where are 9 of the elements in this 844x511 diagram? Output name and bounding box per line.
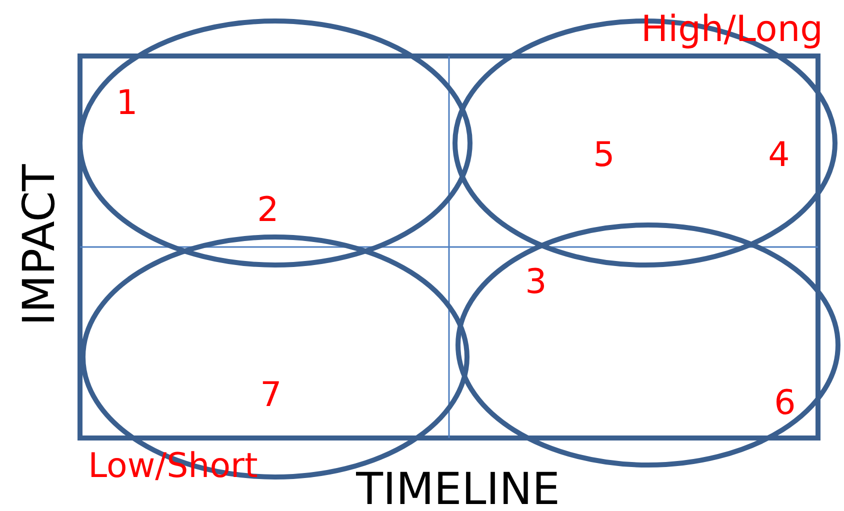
axis-label: IMPACT xyxy=(18,164,62,326)
callout-number: 7 xyxy=(260,378,282,412)
callout-number: 5 xyxy=(593,138,615,172)
axis-label: TIMELINE xyxy=(356,468,560,511)
callout-number: 3 xyxy=(525,265,547,299)
callout-number: 2 xyxy=(257,193,279,227)
callout-number: 6 xyxy=(774,386,796,420)
callout-number: 1 xyxy=(116,86,138,120)
callout-number: 4 xyxy=(768,138,790,172)
